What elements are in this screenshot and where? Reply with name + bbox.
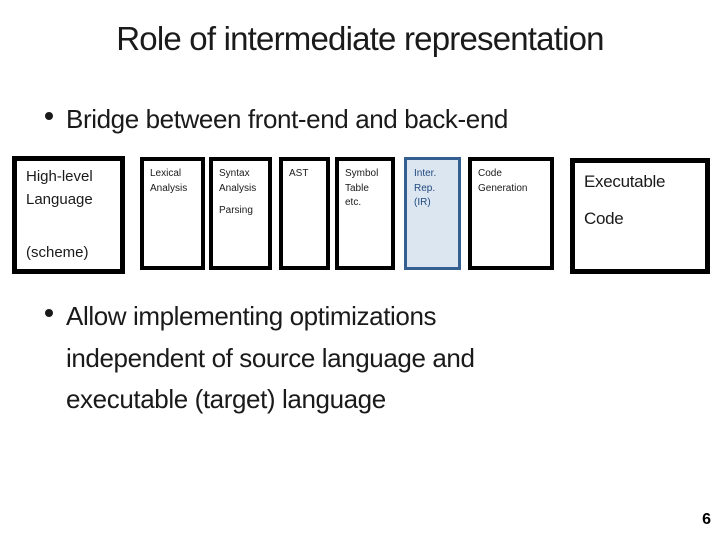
box-code-generation-label: Code Generation bbox=[478, 168, 528, 194]
box-executable-code: Executable Code bbox=[570, 158, 710, 274]
bullet-bridge-text: Bridge between front-end and back-end bbox=[66, 104, 508, 134]
box-high-level-language: High-level Language (scheme) bbox=[12, 156, 125, 274]
bullet-optimizations-text: Allow implementing optimizations indepen… bbox=[66, 301, 475, 415]
bullet-bridge: Bridge between front-end and back-end bbox=[44, 99, 684, 141]
box-intermediate-representation-label: Inter. Rep. (IR) bbox=[414, 168, 437, 208]
box-lexical-analysis: Lexical Analysis bbox=[140, 157, 205, 270]
bullet-icon bbox=[45, 112, 53, 120]
box-intermediate-representation: Inter. Rep. (IR) bbox=[404, 157, 461, 270]
box-executable-code-label: Executable bbox=[584, 172, 666, 191]
slide-title: Role of intermediate representation bbox=[116, 20, 604, 57]
bullet-optimizations: Allow implementing optimizations indepen… bbox=[44, 296, 684, 421]
box-symbol-table: Symbol Table etc. bbox=[335, 157, 395, 270]
box-executable-code-sublabel: Code bbox=[584, 208, 624, 228]
box-ast-label: AST bbox=[289, 168, 309, 179]
page-number: 6 bbox=[702, 511, 711, 528]
box-code-generation: Code Generation bbox=[468, 157, 554, 270]
box-syntax-analysis: Syntax Analysis Parsing bbox=[209, 157, 272, 270]
bullet-icon bbox=[45, 309, 53, 317]
box-high-level-language-label: High-level Language bbox=[26, 168, 93, 208]
box-syntax-analysis-sublabel: Parsing bbox=[219, 205, 253, 216]
box-syntax-analysis-label: Syntax Analysis bbox=[219, 168, 257, 194]
box-ast: AST bbox=[279, 157, 330, 270]
box-high-level-language-sublabel: (scheme) bbox=[26, 244, 89, 261]
box-lexical-analysis-label: Lexical Analysis bbox=[150, 168, 188, 194]
box-symbol-table-label: Symbol Table etc. bbox=[345, 168, 379, 208]
